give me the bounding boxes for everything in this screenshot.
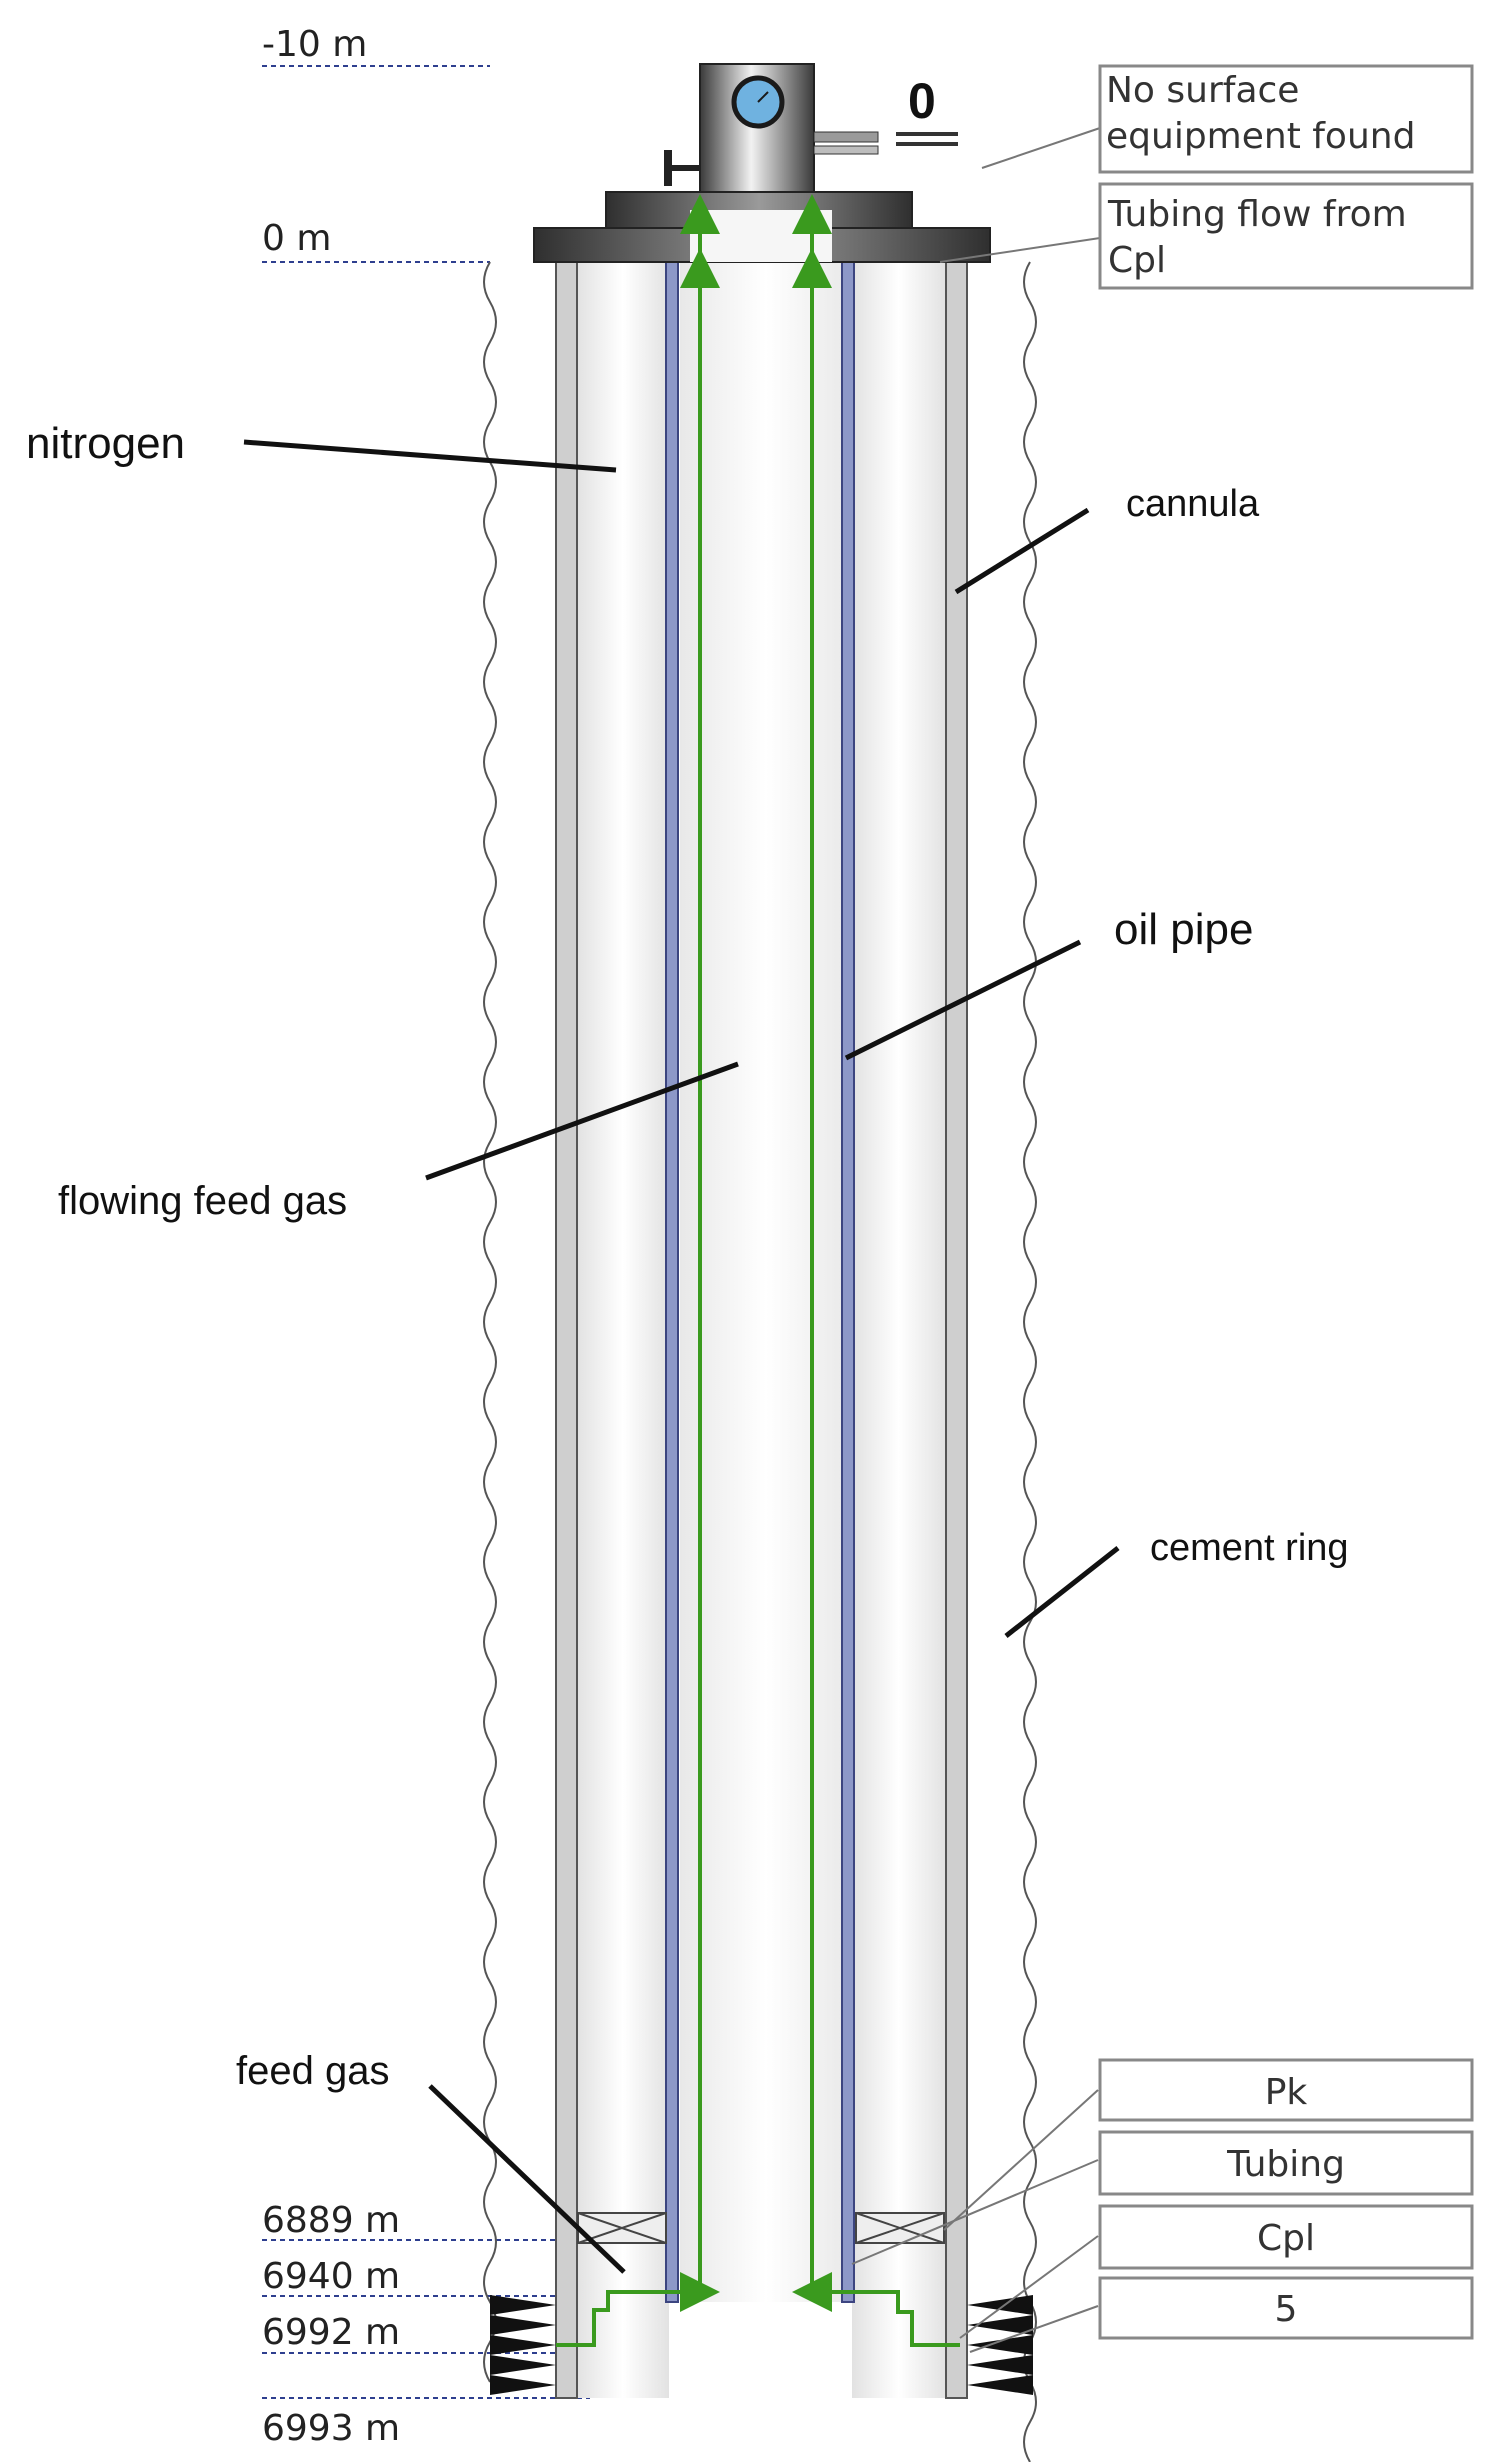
callout-leader-tubing-flow — [939, 237, 1101, 263]
annulus-left — [577, 262, 669, 2398]
leader-cannula — [954, 507, 1090, 595]
perforations-right — [967, 2295, 1033, 2395]
gauge-needle — [757, 91, 769, 103]
flow-inflow-right — [792, 2272, 960, 2347]
depth-label-0: 0 m — [262, 218, 331, 259]
leader-nitrogen — [243, 439, 617, 473]
packer-right — [855, 2212, 945, 2244]
label-flowing-feed-gas: flowing feed gas — [58, 1179, 347, 1223]
callout-surface-box: No surface equipment found — [1098, 64, 1474, 174]
flow-path — [556, 194, 960, 2347]
callout-tubing-flow-box: Tubing flow from Cpl — [1098, 182, 1474, 290]
annulus-right — [852, 262, 946, 2398]
depth-label-6889: 6889 m — [262, 2200, 400, 2241]
callout-five-text: 5 — [1275, 2289, 1298, 2330]
label-cannula: cannula — [1126, 483, 1260, 525]
callout-tubing-box: Tubing — [1098, 2130, 1474, 2196]
callout-thin-leaders — [851, 127, 1101, 2353]
leader-cement-ring — [1004, 1546, 1120, 1638]
callout-five-box: 5 — [1098, 2276, 1474, 2340]
packer-left — [577, 2212, 667, 2244]
leader-flowing-feed-gas — [425, 1061, 739, 1181]
callout-tubing-flow-line2: Cpl — [1108, 240, 1166, 281]
depth-marker-group: -10 m 0 m 6889 m 6940 m 6992 m 6993 m — [262, 24, 590, 2449]
gauge-reading: 0 — [908, 73, 936, 129]
formation-boundary-left — [483, 261, 497, 2383]
depth-label-6940: 6940 m — [262, 2256, 400, 2297]
callout-pk-text: Pk — [1265, 2072, 1308, 2113]
callout-pk-box: Pk — [1098, 2058, 1474, 2122]
side-outlet-lower — [813, 145, 879, 155]
callout-cpl-box: Cpl — [1098, 2204, 1474, 2270]
callout-cpl-text: Cpl — [1257, 2218, 1315, 2259]
depth-label-minus10: -10 m — [262, 24, 367, 65]
label-nitrogen: nitrogen — [26, 419, 185, 468]
callout-surface-text: No surface equipment found — [1106, 70, 1416, 157]
tubing-bore — [680, 262, 852, 2302]
tubing-wall-right — [841, 261, 855, 2303]
leader-oil-pipe — [844, 939, 1082, 1061]
callout-leader-tubing — [851, 2159, 1099, 2265]
depth-label-6993: 6993 m — [262, 2408, 400, 2449]
callout-leader-pk — [943, 2089, 1099, 2231]
label-cement-ring: cement ring — [1150, 1527, 1349, 1569]
label-oil-pipe: oil pipe — [1114, 905, 1253, 954]
callout-leader-cpl — [959, 2235, 1099, 2339]
side-outlet — [813, 131, 879, 143]
tubing-wall-left — [665, 261, 679, 2303]
formation-boundary-right — [1023, 261, 1037, 2462]
leader-lines — [243, 439, 1120, 2274]
callout-leader-surface — [981, 127, 1101, 169]
leader-feed-gas — [428, 2084, 626, 2274]
flow-inflow-left — [556, 2272, 720, 2347]
casing-wall-left — [555, 261, 578, 2399]
callout-tubing-text: Tubing — [1226, 2144, 1345, 2185]
callout-tubing-flow-line1: Tubing flow from — [1107, 194, 1407, 235]
depth-label-6992: 6992 m — [262, 2312, 400, 2353]
label-feed-gas: feed gas — [236, 2049, 389, 2093]
perforations-left — [490, 2295, 556, 2395]
callout-leader-five — [969, 2305, 1099, 2353]
wellhead — [533, 63, 991, 263]
casing-wall-right — [945, 261, 968, 2399]
